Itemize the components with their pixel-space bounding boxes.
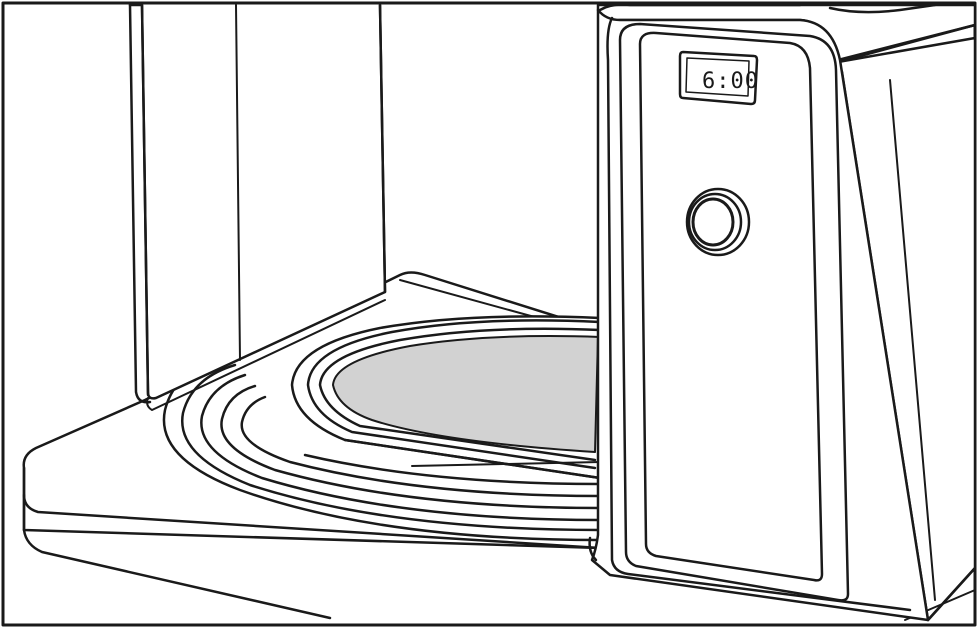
warming-plate xyxy=(290,315,602,480)
front-control-panel xyxy=(618,22,850,602)
clock-time: 6:00 xyxy=(702,69,759,94)
control-knob-icon[interactable] xyxy=(685,187,751,257)
left-reservoir-panel xyxy=(128,3,387,411)
clock-display: 6:00 xyxy=(678,50,759,106)
